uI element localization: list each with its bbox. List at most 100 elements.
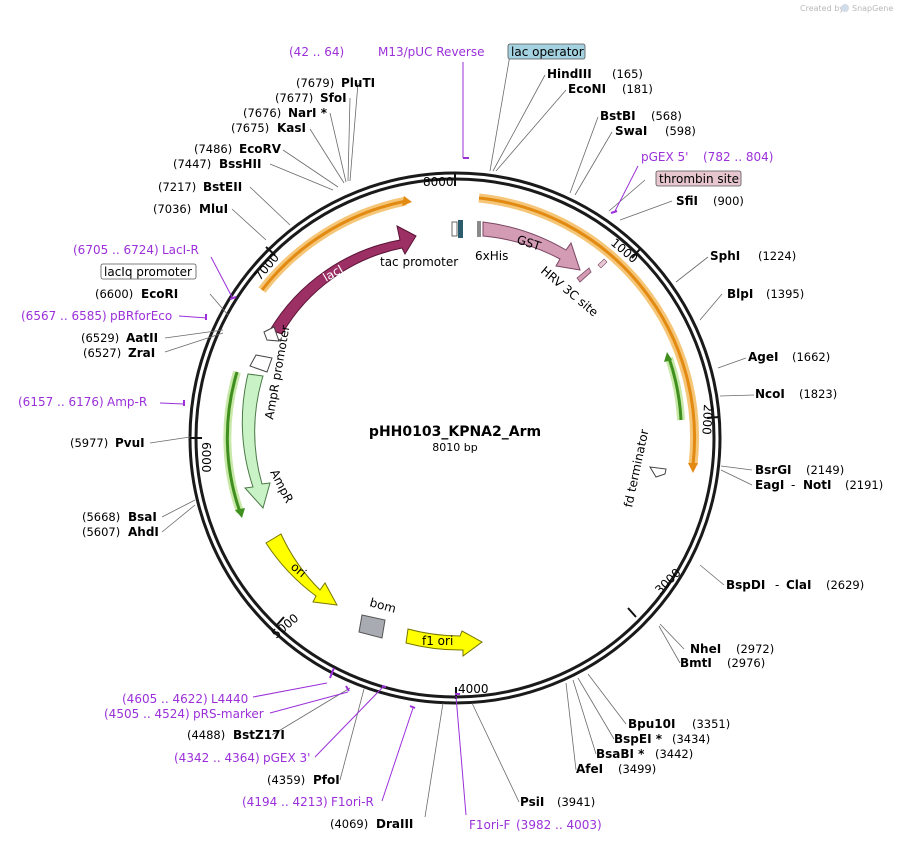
tick-label-5000: 5000 (269, 611, 301, 641)
laci-feature (269, 225, 417, 335)
snapgene-logo-icon (841, 4, 849, 12)
enzyme-ecori: EcoRI (141, 287, 178, 301)
plasmid-length: 8010 bp (432, 441, 477, 454)
ampr-feature (241, 373, 271, 510)
enzyme-psii: PsiI (520, 795, 544, 809)
enzyme-zrai: ZraI (128, 346, 155, 360)
enzyme-sfoi: SfoI (320, 91, 347, 105)
primer-amp-r-range: (6157 .. 6176) (18, 395, 104, 409)
enzyme-hindiii-pos: (165) (612, 67, 643, 81)
enzyme-bstbi: BstBI (600, 109, 636, 123)
tick-7000 (265, 246, 276, 256)
tick-label-4000: 4000 (458, 682, 489, 696)
enzyme-bstz17i: BstZ17I (233, 728, 285, 742)
enzyme-aatii-pos: (6529) (81, 331, 119, 345)
enzyme-sfii-pos: (900) (713, 194, 744, 208)
primer-prs-marker-name: pRS-marker (193, 707, 264, 721)
enzyme-blpi: BlpI (727, 287, 753, 301)
tick-label-8000: 8000 (423, 175, 454, 189)
enzyme-econi: EcoNI (568, 82, 606, 96)
enzyme-bspei-pos: (3434) (672, 732, 710, 746)
primer-prs-marker-range: (4505 .. 4524) (104, 707, 190, 721)
tick-1000 (631, 248, 641, 259)
enzyme-bstz17i-pos: (4488) (187, 728, 225, 742)
primer-pgex5-name: pGEX 5' (641, 150, 688, 164)
primer-m13-name: M13/pUC Reverse (378, 45, 485, 59)
enzyme-bmti: BmtI (680, 656, 712, 670)
enzyme-econi-pos: (181) (622, 82, 653, 96)
gst-feature (482, 221, 581, 271)
brand-created-by: Created by (800, 4, 844, 13)
hrv-3c-site-label: HRV 3C site (538, 264, 601, 320)
enzyme-sphi: SphI (710, 249, 740, 263)
enzyme-psii-pos: (3941) (557, 795, 595, 809)
primer-laci-r-range: (6705 .. 6724) (73, 243, 159, 257)
enzyme-draiii: DraIII (376, 817, 413, 831)
enzyme-ncoi-pos: (1823) (799, 387, 837, 401)
tick-2000 (706, 416, 720, 419)
tick-label-2000: 2000 (699, 404, 715, 435)
enzyme-pluti-pos: (7679) (296, 76, 334, 90)
enzyme-bpu10i-pos: (3351) (692, 717, 730, 731)
enzyme-bspdi: BspDI (726, 578, 765, 592)
enzyme-agei: AgeI (748, 350, 778, 364)
enzyme-pfoi: PfoI (313, 773, 340, 787)
enzyme-ncoi: NcoI (755, 387, 785, 401)
fd-terminator-label: fd terminator (621, 428, 651, 509)
enzyme-bspdi-separator: - (775, 578, 779, 592)
enzyme-ecorv-pos: (7486) (194, 142, 232, 156)
feature-arcs (223, 193, 700, 518)
enzyme-sfoi-pos: (7677) (275, 91, 313, 105)
enzyme-draiii-pos: (4069) (330, 817, 368, 831)
primer-m13-range: (42 .. 64) (289, 45, 344, 59)
lac-operator-label: lac operator (511, 45, 584, 59)
ori-feature (265, 533, 338, 606)
enzyme-kasi-pos: (7675) (231, 121, 269, 135)
plasmid-name: pHH0103_KPNA2_Arm (369, 424, 541, 440)
enzyme-bsai-pos: (5668) (82, 510, 120, 524)
primer-f1ori-r-name: F1ori-R (331, 795, 374, 809)
enzyme-eagi-separator: - (791, 478, 795, 492)
enzyme-pluti: PluTI (341, 76, 375, 90)
6xhis-feature (477, 221, 481, 237)
primer-f1ori-f-name: F1ori-F (469, 818, 510, 832)
enzyme-bsrgi-pos: (2149) (806, 463, 844, 477)
enzyme-bsai: BsaI (128, 510, 157, 524)
tick-label-6000: 6000 (199, 442, 213, 473)
enzyme-bsabi-pos: (3442) (655, 747, 693, 761)
enzyme-labels: HindIII (165) EcoNI (181) BstBI (568) Sw… (70, 67, 883, 831)
thrombin-site-box (655, 170, 742, 187)
enzyme-nhei: NheI (690, 642, 721, 656)
primer-amp-r-name: Amp-R (107, 395, 147, 409)
enzyme-noti: NotI (803, 478, 832, 492)
enzyme-bsshii-pos: (7447) (173, 157, 211, 171)
primer-l4440-name: L4440 (211, 692, 248, 706)
bom-label: bom (368, 595, 397, 615)
primer-pgex5-range: (782 .. 804) (703, 150, 773, 164)
enzyme-pfoi-pos: (4359) (267, 773, 305, 787)
enzyme-bspei: BspEI * (614, 732, 663, 746)
enzyme-nari: NarI * (288, 106, 328, 120)
enzyme-kasi: KasI (277, 121, 306, 135)
enzyme-swai-pos: (598) (665, 124, 696, 138)
enzyme-ecorv: EcoRV (239, 142, 282, 156)
tac-promoter-label: tac promoter (380, 255, 458, 269)
ampr-arc (225, 371, 242, 513)
enzyme-bsabi: BsaBI * (596, 747, 645, 761)
snapgene-brand: Created by SnapGene (800, 4, 893, 13)
primer-pbrforeco-range: (6567 .. 6585) (21, 309, 107, 323)
enzyme-swai: SwaI (615, 124, 647, 138)
6xhis-label: 6xHis (475, 249, 508, 263)
enzyme-nari-pos: (7676) (243, 106, 281, 120)
enzyme-ahdi-pos: (5607) (82, 525, 120, 539)
thrombin-site-label: thrombin site (659, 172, 739, 186)
primer-laci-r-name: LacI-R (162, 243, 199, 257)
enzyme-bsshii: BssHII (219, 157, 261, 171)
enzyme-ahdi: AhdI (128, 525, 159, 539)
tac-promoter-feature (451, 221, 458, 237)
f1-ori-feature (405, 628, 483, 657)
enzyme-mlui-pos: (7036) (153, 202, 191, 216)
enzyme-eagi: EagI (755, 478, 784, 492)
enzyme-afei-pos: (3499) (618, 762, 656, 776)
